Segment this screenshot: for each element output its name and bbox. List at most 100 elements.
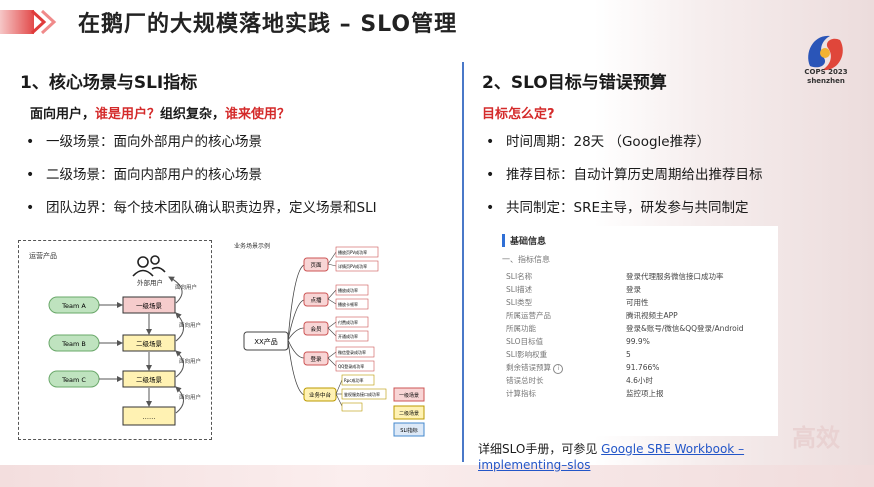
cops-logo [808,35,843,71]
card-subheading: 一、指标信息 [502,255,550,264]
field-value: 腾讯视频主APP [626,311,678,320]
field-label: SLO目标值 [506,337,544,346]
level2-node [122,370,176,388]
field-label: 剩余错误预算 i [506,361,626,374]
bullet-item: 团队边界：每个技术团队确认职责边界，定义场景和SLI [22,192,377,225]
diagram-title: 运营产品 [29,251,57,260]
question-part: 组织复杂， [160,107,226,122]
table-row: 错误总时长 4.6小时 [506,374,744,387]
field-label: SLI名称 [506,272,533,281]
operation-diagram: 运营产品 外部用户 Team A Team B Team C 一级场景 二级场景… [18,240,212,440]
bullet-item: 推荐目标：自动计算历史周期给出推荐目标 [482,159,763,192]
right-heading: 2、SLO目标与错误预算 [482,73,667,93]
branch-label: 会员 [310,325,322,333]
leaf-label: 鉴权服务接口成功率 [344,391,380,397]
field-label: 计算指标 [506,389,536,398]
logo-line1: COPS 2023 [804,68,848,76]
field-label: SLI影响权重 [506,350,548,359]
business-scene-svg: 业务场景示例 XX产品 页面 点播 会员 登录 业务中台 播放页PV成功率 详情… [234,242,425,437]
business-scene-diagram: 业务场景示例 XX产品 页面 点播 会员 登录 业务中台 播放页PV成功率 详情… [232,240,426,440]
level2-node [122,334,176,352]
bullet-item: 二级场景：面向内部用户的核心场景 [22,159,377,192]
sli-info-table: SLI名称 登录代理服务微信接口成功率 SLI描述 登录 SLI类型可用性 所属运营… [506,270,744,400]
right-question: 目标怎么定? [482,107,555,122]
watermark: 高效 [792,424,840,452]
legend-label: 一级场景 [399,392,419,399]
leaf-label: 播放页PV成功率 [338,249,367,255]
info-icon[interactable]: i [553,364,564,374]
field-label: 所属运营产品 [506,311,551,320]
team-b-label: Team B [61,340,86,348]
edge-label: 面向用户 [179,321,201,329]
field-label: 错误总时长 [506,376,544,385]
legend-label: 二级场景 [399,410,419,417]
question-part: 面向用户， [30,107,96,122]
question-highlight: 谁来使用？ [225,107,291,122]
leaf-label: QQ登录成功率 [338,363,364,369]
chevron-right-icon [40,9,57,35]
leaf-nodes: 播放页PV成功率 详情页PV成功率 播放成功率 播放卡顿率 付费成功率 开通成功… [335,246,387,412]
footer-text: 详细SLO手册，可参见 [478,442,602,456]
table-row: SLI名称 登录代理服务微信接口成功率 [506,270,744,283]
field-value: 登录代理服务微信接口成功率 [626,272,724,281]
table-row: SLI类型可用性 [506,296,744,309]
field-label-text: 剩余错误预算 [506,363,551,372]
card-heading: 基础信息 [502,234,546,247]
ellipsis-node [122,406,176,426]
leaf-label: 详情页PV成功率 [338,263,367,269]
branch-nodes: 页面 点播 会员 登录 业务中台 [303,257,337,402]
right-bullets: 时间周期：28天 （Google推荐） 推荐目标：自动计算历史周期给出推荐目标 … [482,126,763,225]
field-value: 登录 [626,285,641,294]
user-icon [132,255,166,277]
level1-label: 一级场景 [136,301,163,310]
branch-label: 登录 [310,355,322,363]
branch-label: 页面 [310,262,322,269]
diagram-title: 业务场景示例 [234,242,270,250]
level2-label: 二级场景 [136,375,163,384]
legend-label: SLI指标 [400,427,417,434]
chevron-right-icon [30,9,47,35]
field-label: SLI类型 [506,298,533,307]
field-value: 91.766% [626,363,660,372]
level1-node [122,296,176,314]
edge-label: 面向用户 [179,393,201,401]
leaf-label: 播放成功率 [338,287,358,293]
diagram-legend: 一级场景 二级场景 SLI指标 [393,387,425,437]
edge-label: 面向用户 [179,357,201,365]
logo-line2: shenzhen [807,77,845,85]
leaf-label: 开通成功率 [338,333,358,339]
table-row: 所属功能 登录&账号/微信&QQ登录/Android [506,322,744,335]
field-label: 所属功能 [506,324,536,333]
leaf-label: 付费成功率 [338,319,358,325]
leaf-label: 播放卡顿率 [338,301,358,307]
center-label: XX产品 [254,337,278,346]
operation-diagram-svg: 运营产品 外部用户 Team A Team B Team C 一级场景 二级场景… [29,251,201,426]
left-question: 面向用户，谁是用户？组织复杂，谁来使用？ [30,103,290,122]
left-bullets: 一级场景：面向外部用户的核心场景 二级场景：面向内部用户的核心场景 团队边界：每… [22,126,377,225]
page-title: 在鹅厂的大规模落地实践 – SLO管理 [78,12,458,37]
bullet-item: 共同制定：SRE主导，研发参与共同制定 [482,192,763,225]
table-row: 计算指标 监控项上报 [506,387,744,400]
team-c-label: Team C [61,376,86,384]
column-divider [462,62,464,462]
branch-label: 业务中台 [309,391,332,399]
field-value: 监控项上报 [626,389,664,398]
team-a-label: Team A [61,302,86,310]
sre-workbook-link[interactable]: Google SRE Workbook – implementing–slos [478,442,745,472]
leaf-label: 微信登录成功率 [338,349,366,355]
table-row: SLI描述 登录 [506,283,744,296]
leaf-label: Rpc成功率 [344,377,364,383]
footer-note: 详细SLO手册，可参见 Google SRE Workbook – implem… [478,441,778,473]
field-value: 4.6小时 [626,376,653,385]
field-label: SLI描述 [506,285,533,294]
level2-label: 二级场景 [136,339,163,348]
branch-label: 点播 [310,296,322,304]
bullet-item: 一级场景：面向外部用户的核心场景 [22,126,377,159]
external-user-label: 外部用户 [137,278,163,287]
bullet-item: 时间周期：28天 （Google推荐） [482,126,763,159]
ellipsis-label: …… [143,413,156,421]
field-value: 登录&账号/微信&QQ登录/Android [626,324,744,333]
